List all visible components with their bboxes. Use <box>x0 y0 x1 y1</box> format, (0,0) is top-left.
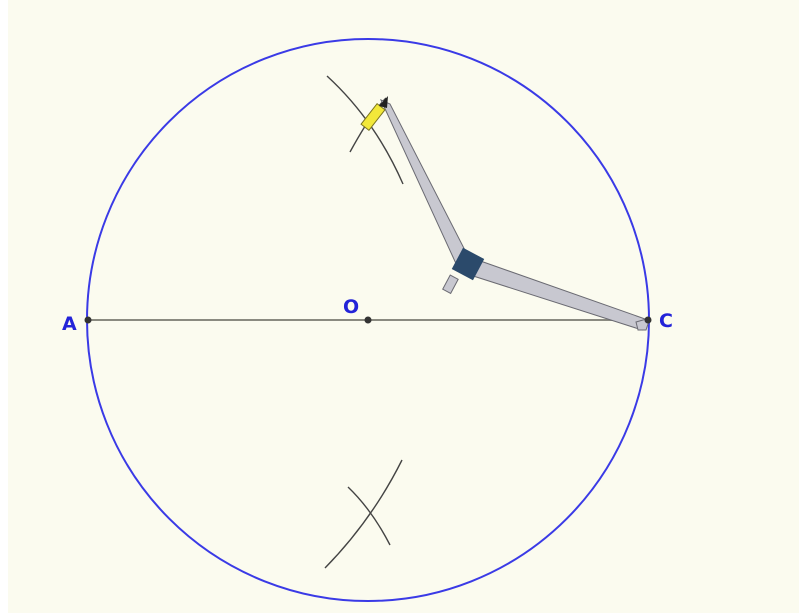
point-c <box>644 316 652 324</box>
label-a: A <box>62 313 77 335</box>
compass-pencil <box>360 102 386 132</box>
label-c: C <box>659 310 673 332</box>
point-a <box>84 316 92 324</box>
compass-knob <box>442 274 459 295</box>
point-o <box>364 316 372 324</box>
label-o: O <box>343 296 359 318</box>
drawing-background <box>8 0 799 613</box>
construction-arc-bottom-2 <box>324 459 403 569</box>
compass-pencil-tip <box>379 96 388 108</box>
compass-hinge <box>451 247 485 281</box>
